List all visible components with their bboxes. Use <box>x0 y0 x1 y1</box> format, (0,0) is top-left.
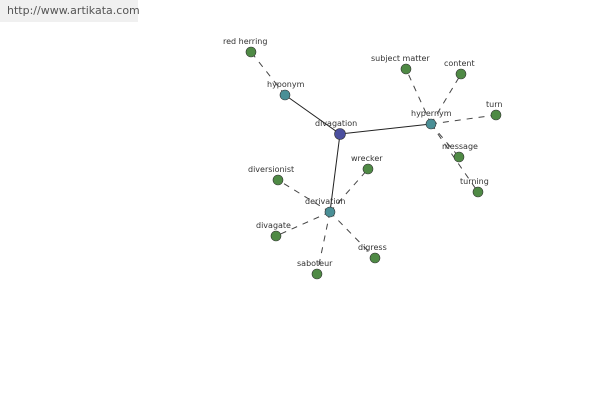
node-subject-matter[interactable] <box>400 63 412 75</box>
site-banner: http://www.artikata.com <box>0 0 140 22</box>
label-wrecker[interactable]: wrecker <box>351 154 383 163</box>
node-red-herring[interactable] <box>245 46 257 58</box>
node-divagation[interactable] <box>334 128 346 140</box>
label-divagation[interactable]: divagation <box>315 119 357 128</box>
edge-hypernym-subject-matter <box>405 68 432 125</box>
label-turning[interactable]: turning <box>460 177 489 186</box>
label-hypernym[interactable]: hypernym <box>411 109 452 118</box>
label-content[interactable]: content <box>444 59 475 68</box>
edge-derivation-saboteur <box>316 211 331 275</box>
node-hyponym[interactable] <box>279 89 291 101</box>
edge-derivation-diversionist <box>277 179 331 213</box>
label-hyponym[interactable]: hyponym <box>267 80 305 89</box>
edge-divagation-derivation <box>329 133 341 213</box>
node-saboteur[interactable] <box>311 268 323 280</box>
node-derivation[interactable] <box>324 206 336 218</box>
node-turning[interactable] <box>472 186 484 198</box>
label-digress[interactable]: digress <box>358 243 387 252</box>
edge-hypernym-message <box>430 123 460 158</box>
edge-divagation-hyponym <box>284 94 341 135</box>
label-divagate[interactable]: divagate <box>256 221 291 230</box>
site-url[interactable]: http://www.artikata.com <box>7 4 140 17</box>
label-diversionist[interactable]: diversionist <box>248 165 294 174</box>
node-turn[interactable] <box>490 109 502 121</box>
node-wrecker[interactable] <box>362 163 374 175</box>
edge-divagation-hypernym <box>339 123 432 135</box>
edge-derivation-digress <box>329 211 376 259</box>
edge-hypernym-content <box>430 73 462 125</box>
label-derivation[interactable]: derivation <box>305 197 345 206</box>
label-message[interactable]: message <box>442 142 478 151</box>
node-diversionist[interactable] <box>272 174 284 186</box>
label-red-herring[interactable]: red herring <box>223 37 267 46</box>
node-message[interactable] <box>453 151 465 163</box>
node-hypernym[interactable] <box>425 118 437 130</box>
edge-hyponym-red-herring <box>250 51 286 96</box>
label-subject-matter[interactable]: subject matter <box>371 54 430 63</box>
label-saboteur[interactable]: saboteur <box>297 259 333 268</box>
node-content[interactable] <box>455 68 467 80</box>
label-turn[interactable]: turn <box>486 100 502 109</box>
edge-derivation-divagate <box>275 211 331 237</box>
node-digress[interactable] <box>369 252 381 264</box>
node-divagate[interactable] <box>270 230 282 242</box>
edge-derivation-wrecker <box>329 168 369 213</box>
